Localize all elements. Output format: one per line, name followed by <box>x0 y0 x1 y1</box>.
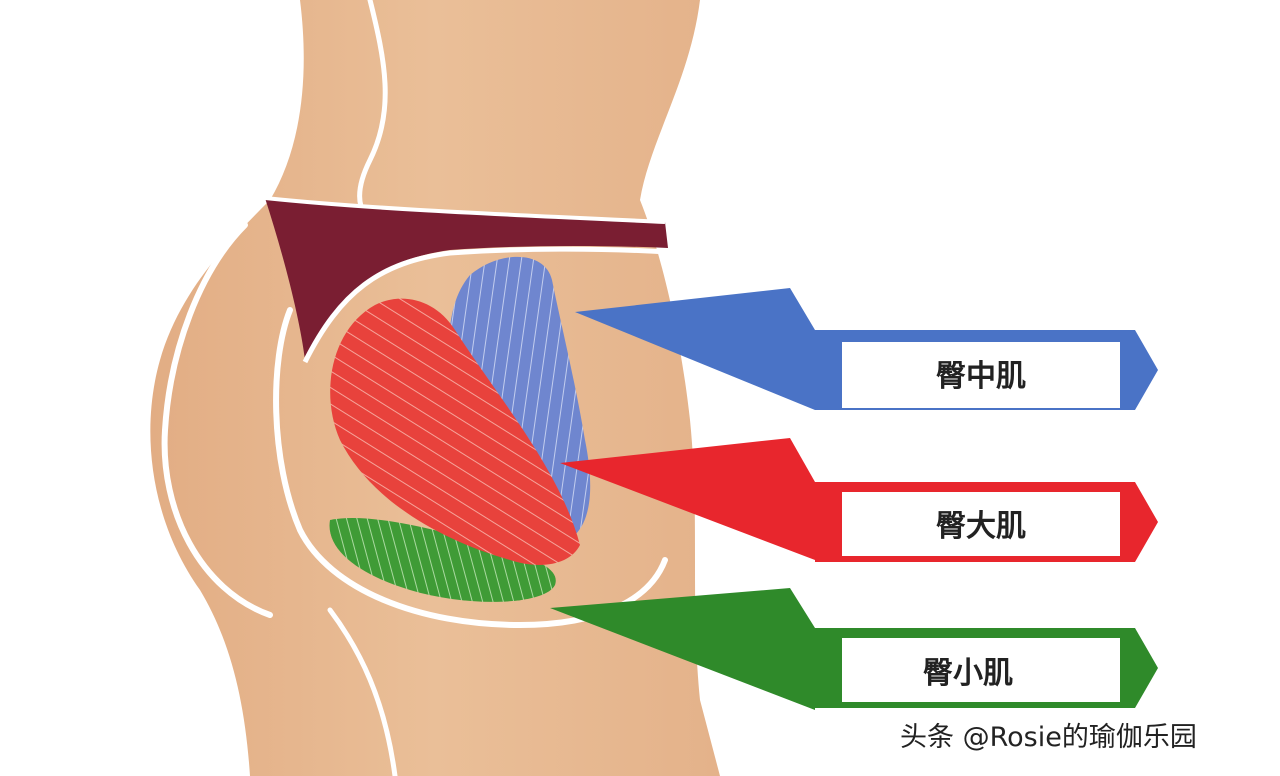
watermark: 头条 @Rosie的瑜伽乐园 <box>900 722 1197 753</box>
callout-minimus-label: 臀小肌 <box>923 656 1013 691</box>
callout-gluteus-minimus: 臀小肌 <box>550 588 1158 710</box>
underwear <box>264 196 669 364</box>
gluteus-maximus-muscle <box>330 298 580 565</box>
callout-medius-panel <box>842 342 1120 408</box>
underwear-trim <box>264 196 666 224</box>
callout-minimus-panel <box>842 638 1120 702</box>
gluteus-medius-muscle <box>449 256 591 535</box>
spine-line <box>357 0 388 218</box>
callout-medius-label: 臀中肌 <box>936 359 1026 394</box>
gluteus-minimus-muscle <box>329 518 556 602</box>
leg-split-line <box>327 607 398 776</box>
callout-minimus-pointer <box>550 588 815 710</box>
underwear-leg-trim <box>302 246 669 364</box>
underwear-band <box>265 198 668 360</box>
callout-gluteus-maximus: 臀大肌 <box>560 438 1158 562</box>
callout-gluteus-medius: 臀中肌 <box>575 288 1158 410</box>
callout-maximus-pointer <box>560 438 815 560</box>
left-buttock-outline <box>161 222 273 618</box>
callout-medius-pointer <box>575 288 815 410</box>
callout-maximus-label: 臀大肌 <box>936 509 1026 544</box>
muscles <box>329 256 591 602</box>
callout-maximus-panel <box>842 492 1120 556</box>
